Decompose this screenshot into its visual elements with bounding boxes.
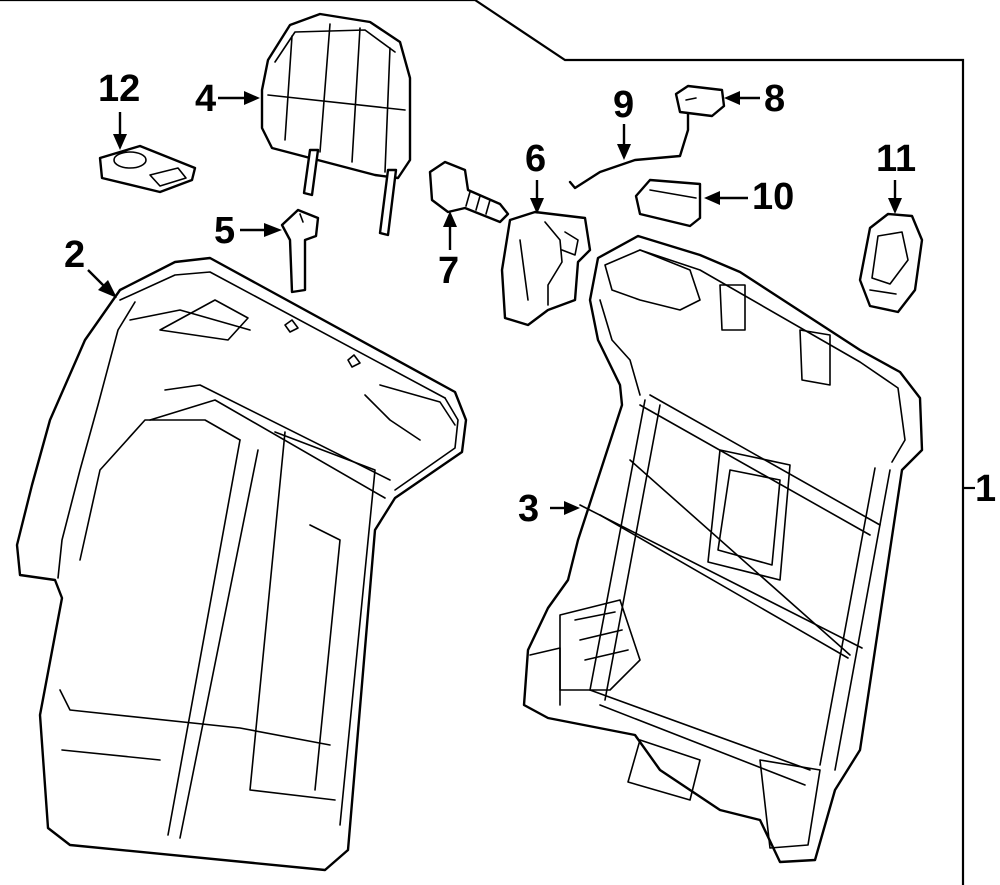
callout-7: 7 [438, 250, 460, 292]
assembly-frame [0, 0, 965, 885]
callout-6: 6 [525, 138, 547, 180]
callout-10: 10 [752, 176, 795, 218]
callout-1: 1 [975, 468, 997, 510]
part-6-hinge-cover [500, 210, 592, 327]
callout-11: 11 [876, 138, 917, 180]
callout-2: 2 [64, 234, 86, 276]
part-2-seatback-cover [15, 256, 468, 872]
callout-9: 9 [613, 84, 635, 126]
callout-3: 3 [518, 488, 540, 530]
part-4-headrest [260, 12, 412, 237]
part-5-headrest-guide [280, 208, 320, 294]
callout-4: 4 [195, 78, 217, 120]
part-10-release-button [634, 178, 702, 228]
part-3-seatback-frame [522, 234, 924, 864]
callout-5: 5 [214, 210, 236, 252]
callout-12: 12 [98, 68, 141, 110]
part-9-cable [568, 106, 690, 190]
callout-8: 8 [764, 78, 786, 120]
part-8-latch [674, 84, 726, 118]
part-11-bezel [858, 212, 924, 314]
part-12-bracket [98, 144, 197, 194]
leader-lines [87, 91, 902, 515]
part-7-bolt [428, 160, 510, 224]
